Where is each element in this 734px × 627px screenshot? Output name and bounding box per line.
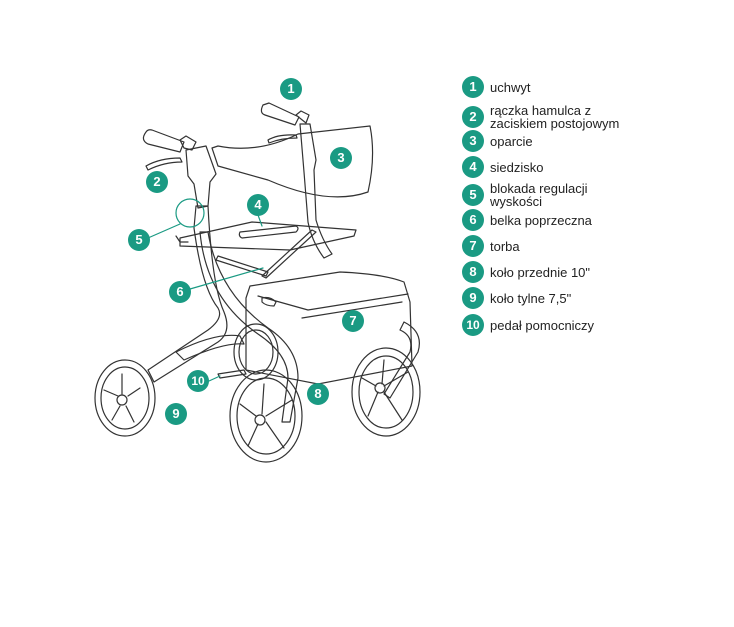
legend-label: belka poprzeczna — [490, 212, 592, 228]
legend-item: 7 torba — [462, 235, 520, 257]
seat-handle — [238, 225, 299, 239]
front-fork-left — [199, 231, 299, 423]
legend-number: 2 — [462, 106, 484, 128]
legend-number: 9 — [462, 287, 484, 309]
legend-number: 6 — [462, 209, 484, 231]
height-lock-highlight — [175, 198, 205, 228]
legend-item: 9 koło tylne 7,5" — [462, 287, 571, 309]
callout-4: 4 — [247, 194, 269, 216]
callout-1: 1 — [280, 78, 302, 100]
callout-6: 6 — [169, 281, 191, 303]
callout-8: 8 — [307, 383, 329, 405]
front-right-wheel — [351, 347, 421, 437]
legend-item: 3 oparcie — [462, 130, 533, 152]
callout-2: 2 — [146, 171, 168, 193]
callout-9: 9 — [165, 403, 187, 425]
legend-item: 10 pedał pomocniczy — [462, 314, 594, 336]
legend-label: torba — [490, 238, 520, 254]
legend-item: 8 koło przednie 10" — [462, 261, 590, 283]
legend-number: 3 — [462, 130, 484, 152]
front-left-wheel — [229, 369, 303, 463]
legend-label: uchwyt — [490, 79, 531, 95]
bag-handle — [261, 296, 277, 307]
callout-3: 3 — [330, 147, 352, 169]
legend-label: rączka hamulca z zaciskiem postojowym — [490, 103, 620, 131]
legend-label: siedzisko — [490, 159, 544, 175]
right-frame — [299, 123, 333, 259]
legend-number: 4 — [462, 156, 484, 178]
legend-item: 1 uchwyt — [462, 76, 530, 98]
legend-item: 2 rączka hamulca z zaciskiem postojowym — [462, 104, 650, 130]
legend-number: 7 — [462, 235, 484, 257]
legend-number: 5 — [462, 184, 484, 206]
legend-label: blokada regulacji wyskości — [490, 181, 588, 209]
legend-label: koło tylne 7,5" — [490, 290, 572, 306]
bag — [245, 271, 413, 385]
legend-item: 6 belka poprzeczna — [462, 209, 592, 231]
legend-label: koło przednie 10" — [490, 264, 591, 280]
right-brake-lever — [267, 134, 298, 144]
rear-left-wheel — [94, 359, 156, 437]
cross-bar — [215, 229, 317, 279]
legend-number: 8 — [462, 261, 484, 283]
left-frame — [147, 145, 228, 383]
seat — [175, 221, 357, 251]
callout-5: 5 — [128, 229, 150, 251]
legend-number: 1 — [462, 76, 484, 98]
legend-label: pedał pomocniczy — [490, 317, 595, 333]
legend-item: 5 blokada regulacji wyskości — [462, 182, 610, 208]
leader-lines — [147, 214, 264, 382]
legend-label: oparcie — [490, 133, 533, 149]
bag-front-frame — [383, 321, 420, 399]
callout-10: 10 — [187, 370, 209, 392]
left-handle — [142, 129, 197, 153]
legend-number: 10 — [462, 314, 484, 336]
callout-7: 7 — [342, 310, 364, 332]
legend-item: 4 siedzisko — [462, 156, 543, 178]
left-brake-lever — [145, 157, 183, 171]
right-handle — [260, 102, 310, 126]
